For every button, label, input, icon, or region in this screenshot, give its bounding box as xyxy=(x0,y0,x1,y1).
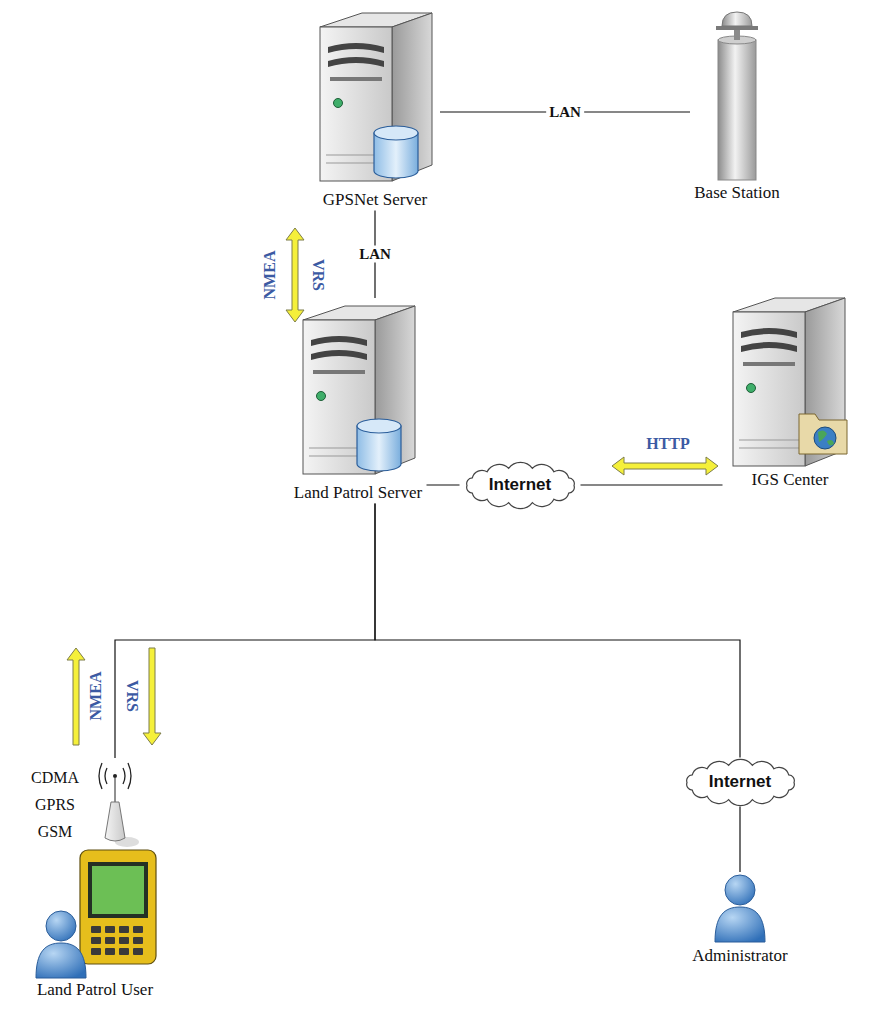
globe-land xyxy=(818,430,834,445)
server-icon xyxy=(293,298,423,483)
server-icon xyxy=(310,5,440,190)
status-led xyxy=(746,384,755,393)
person-icon xyxy=(36,911,86,978)
drive-slot xyxy=(311,336,367,346)
drive-slot xyxy=(741,328,797,338)
connector xyxy=(581,484,723,485)
cloud-node: Internet xyxy=(460,461,581,510)
server-front xyxy=(733,312,805,466)
drive-slot xyxy=(330,77,382,81)
protocol-label: NMEA xyxy=(261,251,279,300)
network-label: GPRS xyxy=(35,796,75,814)
base-station-node: Base Station xyxy=(690,8,784,203)
protocol-arrow xyxy=(67,648,85,745)
person-head xyxy=(725,875,755,905)
device-key xyxy=(119,926,129,933)
node-label: Land Patrol Server xyxy=(294,483,422,503)
device-key xyxy=(105,926,115,933)
antenna-cone xyxy=(105,802,125,841)
device-key xyxy=(119,937,129,944)
person-icon xyxy=(712,872,768,946)
protocol-label: VRS xyxy=(309,259,327,291)
node-label: Land Patrol User xyxy=(37,980,153,1000)
drive-slot xyxy=(313,370,365,374)
protocol-label: NMEA xyxy=(87,672,105,721)
base-icon xyxy=(702,8,772,183)
server-icon xyxy=(320,13,432,181)
status-led xyxy=(334,99,343,108)
panel-line xyxy=(739,448,799,449)
node-label: GPSNet Server xyxy=(323,190,427,210)
device-key xyxy=(133,926,143,933)
node-label: Base Station xyxy=(694,183,779,203)
edge-label: LAN xyxy=(546,104,584,121)
user-icon xyxy=(15,758,175,980)
antenna-dome xyxy=(722,12,752,26)
node-label: Internet xyxy=(709,772,771,792)
device-key xyxy=(91,937,101,944)
antenna-stem xyxy=(115,778,116,802)
device-key xyxy=(133,948,143,955)
connector xyxy=(427,484,460,485)
node-label: Internet xyxy=(489,475,551,495)
protocol-arrow xyxy=(612,457,718,475)
network-label: CDMA xyxy=(31,769,79,787)
cloud-shape xyxy=(466,462,574,508)
database-top xyxy=(374,126,418,140)
handheld-device xyxy=(80,850,156,964)
protocol-arrow xyxy=(143,648,161,745)
person-head xyxy=(46,911,76,941)
user-node: Land Patrol User xyxy=(15,758,175,1000)
status-led xyxy=(317,392,326,401)
drive-slot xyxy=(328,57,384,67)
connector xyxy=(115,503,375,758)
cloud-shape xyxy=(686,759,794,805)
admin-node: Administrator xyxy=(688,872,792,966)
edge-label: LAN xyxy=(356,246,394,263)
drive-slot xyxy=(328,43,384,53)
protocol-arrow xyxy=(286,228,304,322)
device-screen xyxy=(92,866,144,914)
server-icon xyxy=(303,306,415,474)
person-body xyxy=(36,943,86,978)
server-node: Land Patrol Server xyxy=(290,298,427,503)
device-key xyxy=(119,948,129,955)
network-label: GSM xyxy=(38,823,73,841)
base-station-icon xyxy=(716,12,758,180)
panel-line xyxy=(739,440,799,441)
protocol-label: HTTP xyxy=(646,435,690,453)
folder-icon xyxy=(799,414,847,454)
protocol-label: VRS xyxy=(123,680,141,712)
database-top xyxy=(357,419,401,433)
server-icon xyxy=(733,298,847,466)
user-icon xyxy=(36,763,156,978)
node-label: IGS Center xyxy=(752,470,829,490)
connector xyxy=(739,807,740,873)
server-node: IGS Center xyxy=(723,290,858,490)
antenna-plate xyxy=(716,26,758,30)
drive-slot xyxy=(743,362,795,366)
signal-dot xyxy=(113,774,117,778)
device-key xyxy=(91,926,101,933)
device-key xyxy=(133,937,143,944)
station-column xyxy=(718,40,756,180)
device-key xyxy=(91,948,101,955)
person-body xyxy=(715,907,765,942)
globe-icon xyxy=(814,427,836,449)
cloud-node: Internet xyxy=(680,758,801,807)
device-key xyxy=(105,937,115,944)
node-label: Administrator xyxy=(692,946,787,966)
connector xyxy=(375,503,740,757)
drive-slot xyxy=(311,350,367,360)
drive-slot xyxy=(741,342,797,352)
device-key xyxy=(105,948,115,955)
device-bezel xyxy=(88,862,148,918)
server-icon xyxy=(723,290,858,470)
person-icon xyxy=(715,875,765,942)
server-node: GPSNet Server xyxy=(310,5,440,210)
